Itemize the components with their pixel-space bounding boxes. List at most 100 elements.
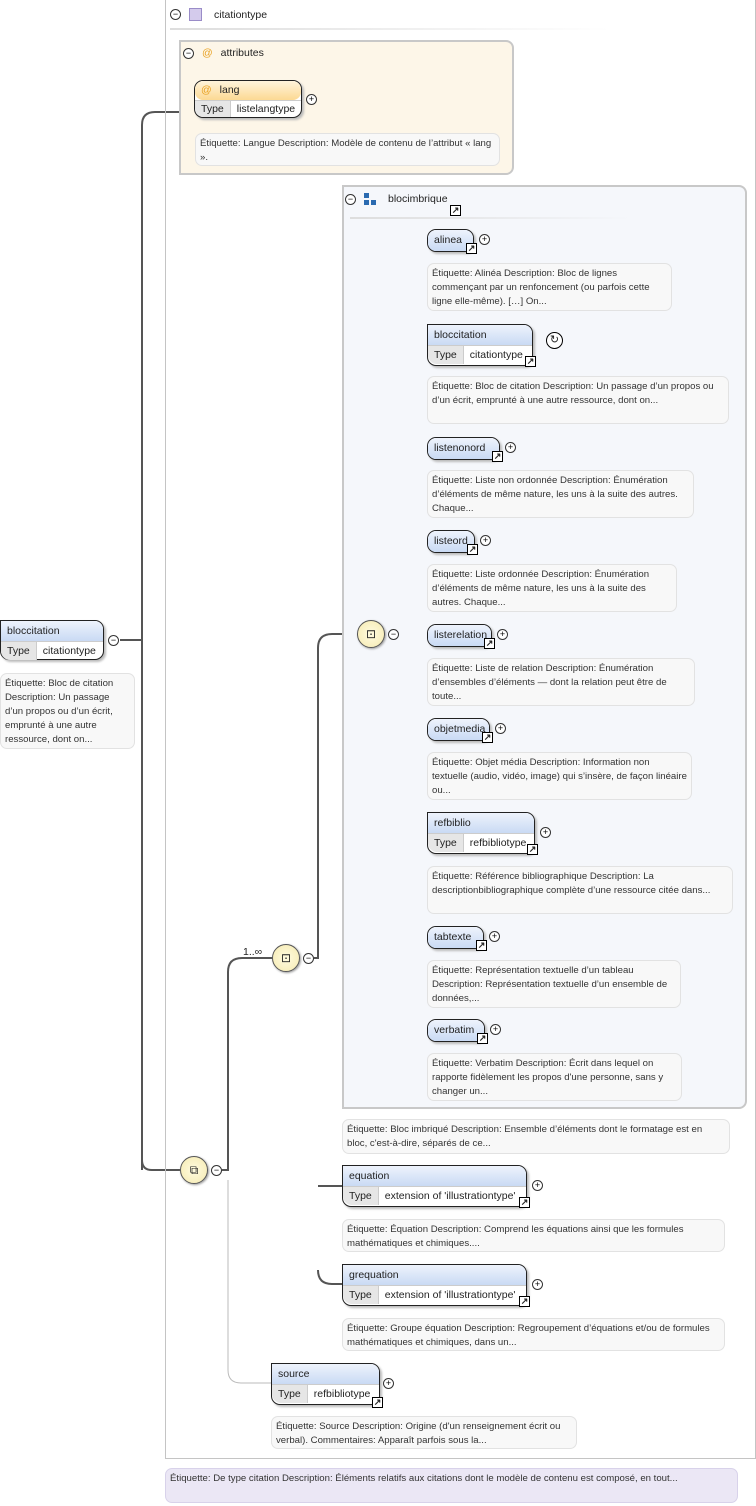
- attribute-name: lang: [219, 84, 240, 96]
- element-name: objetmedia: [428, 719, 489, 740]
- element-name: equation: [343, 1166, 526, 1186]
- expand-icon[interactable]: +: [480, 535, 491, 546]
- attribute-annotation: Étiquette: Langue Description: Modèle de…: [195, 133, 500, 166]
- collapse-icon[interactable]: −: [108, 635, 119, 646]
- element-name: listeord: [428, 531, 474, 552]
- element-annotation: Étiquette: Liste non ordonnée Descriptio…: [427, 470, 694, 518]
- type-key: Type: [343, 1286, 379, 1304]
- reference-arrow-icon[interactable]: ↗: [519, 1296, 530, 1307]
- cardinality-label: 1..∞: [243, 946, 263, 958]
- element-annotation: Étiquette: Référence bibliographique Des…: [427, 866, 733, 914]
- type-key: Type: [343, 1187, 379, 1205]
- reference-arrow-icon[interactable]: ↗: [372, 1397, 383, 1408]
- reference-arrow-icon[interactable]: ↗: [482, 732, 493, 743]
- type-value: listelangtype: [236, 103, 296, 115]
- reference-arrow-icon[interactable]: ↗: [484, 638, 495, 649]
- element-annotation: Étiquette: Verbatim Description: Écrit d…: [427, 1053, 682, 1101]
- reference-arrow-icon[interactable]: ↗: [467, 544, 478, 555]
- expand-icon[interactable]: +: [540, 827, 551, 838]
- expand-icon[interactable]: +: [383, 1378, 394, 1389]
- element-annotation: Étiquette: Équation Description: Compren…: [342, 1219, 725, 1252]
- type-key: Type: [272, 1385, 308, 1403]
- type-value: refbibliotype: [313, 1388, 371, 1400]
- sequence-compositor-icon[interactable]: ⊡: [272, 944, 300, 972]
- reference-arrow-icon[interactable]: ↗: [477, 1033, 488, 1044]
- element-name: listenonord: [428, 438, 499, 459]
- collapse-icon[interactable]: −: [211, 1165, 222, 1176]
- reference-arrow-icon[interactable]: ↗: [519, 1197, 530, 1208]
- attribute-icon: @: [202, 47, 213, 59]
- element-listeord[interactable]: listeord: [427, 530, 475, 553]
- element-name: tabtexte: [428, 927, 483, 948]
- element-annotation: Étiquette: Représentation textuelle d’un…: [427, 960, 681, 1008]
- element-name: listerelation: [428, 625, 491, 646]
- element-source[interactable]: source Type refbibliotype: [271, 1363, 380, 1405]
- collapse-icon[interactable]: −: [170, 9, 181, 20]
- group-icon: [364, 193, 376, 205]
- choice-compositor-icon[interactable]: ⧉: [180, 1156, 208, 1184]
- collapse-icon[interactable]: −: [183, 47, 194, 59]
- group-box: [342, 185, 747, 1109]
- element-name: alinea: [428, 230, 473, 251]
- element-annotation: Étiquette: Objet média Description: Info…: [427, 752, 692, 800]
- element-name: source: [272, 1364, 379, 1384]
- reference-arrow-icon[interactable]: ↗: [492, 451, 503, 462]
- element-name: refbiblio: [428, 813, 534, 833]
- reference-arrow-icon[interactable]: ↗: [527, 844, 538, 855]
- reference-arrow-icon[interactable]: ↗: [450, 205, 461, 216]
- reference-arrow-icon[interactable]: ↗: [476, 940, 487, 951]
- expand-icon[interactable]: +: [505, 442, 516, 453]
- attributes-label: attributes: [220, 47, 264, 59]
- reference-arrow-icon[interactable]: ↗: [466, 243, 477, 254]
- element-annotation: Étiquette: Liste de relation Description…: [427, 658, 695, 706]
- element-tabtexte[interactable]: tabtexte: [427, 926, 484, 949]
- type-value: extension of 'illustrationtype': [384, 1190, 516, 1202]
- expand-icon[interactable]: +: [490, 1024, 501, 1035]
- type-key: Type: [195, 101, 231, 117]
- element-objetmedia[interactable]: objetmedia: [427, 718, 490, 741]
- element-name: verbatim: [428, 1020, 484, 1041]
- collapse-icon[interactable]: −: [303, 953, 314, 964]
- type-key: Type: [1, 642, 37, 660]
- group-annotation: Étiquette: Bloc imbriqué Description: En…: [342, 1119, 730, 1154]
- divider: [350, 217, 630, 219]
- expand-icon[interactable]: +: [532, 1279, 543, 1290]
- type-value: citationtype: [469, 349, 523, 361]
- divider: [170, 28, 610, 30]
- collapse-icon[interactable]: −: [388, 629, 399, 640]
- element-annotation: Étiquette: Alinéa Description: Bloc de l…: [427, 263, 672, 311]
- element-annotation: Étiquette: Liste ordonnée Description: É…: [427, 564, 677, 612]
- complex-type-annotation: Étiquette: De type citation Description:…: [165, 1468, 738, 1503]
- element-listerelation[interactable]: listerelation: [427, 624, 492, 647]
- element-verbatim[interactable]: verbatim: [427, 1019, 485, 1042]
- element-listenonord[interactable]: listenonord: [427, 437, 500, 460]
- expand-icon[interactable]: +: [497, 629, 508, 640]
- group-name: blocimbrique: [388, 193, 448, 205]
- element-name: grequation: [343, 1265, 526, 1285]
- complex-type-name: citationtype: [214, 8, 268, 21]
- element-alinea[interactable]: alinea: [427, 229, 474, 252]
- collapse-icon[interactable]: −: [345, 193, 356, 205]
- sequence-compositor-icon[interactable]: ⊡: [357, 620, 385, 648]
- expand-icon[interactable]: +: [495, 723, 506, 734]
- expand-icon[interactable]: +: [532, 1180, 543, 1191]
- type-value: citationtype: [42, 645, 96, 657]
- complex-type-icon: [189, 8, 202, 21]
- recursion-icon[interactable]: ↻: [546, 332, 563, 349]
- type-value: refbibliotype: [469, 837, 527, 849]
- element-name: bloccitation: [428, 325, 532, 345]
- element-annotation: Étiquette: Bloc de citation Description:…: [427, 376, 729, 424]
- expand-icon[interactable]: +: [306, 94, 317, 105]
- type-key: Type: [428, 346, 464, 364]
- expand-icon[interactable]: +: [489, 931, 500, 942]
- expand-icon[interactable]: +: [479, 234, 490, 245]
- type-key: Type: [428, 834, 464, 852]
- reference-arrow-icon[interactable]: ↗: [525, 356, 536, 367]
- element-annotation: Étiquette: Groupe équation Description: …: [342, 1318, 725, 1351]
